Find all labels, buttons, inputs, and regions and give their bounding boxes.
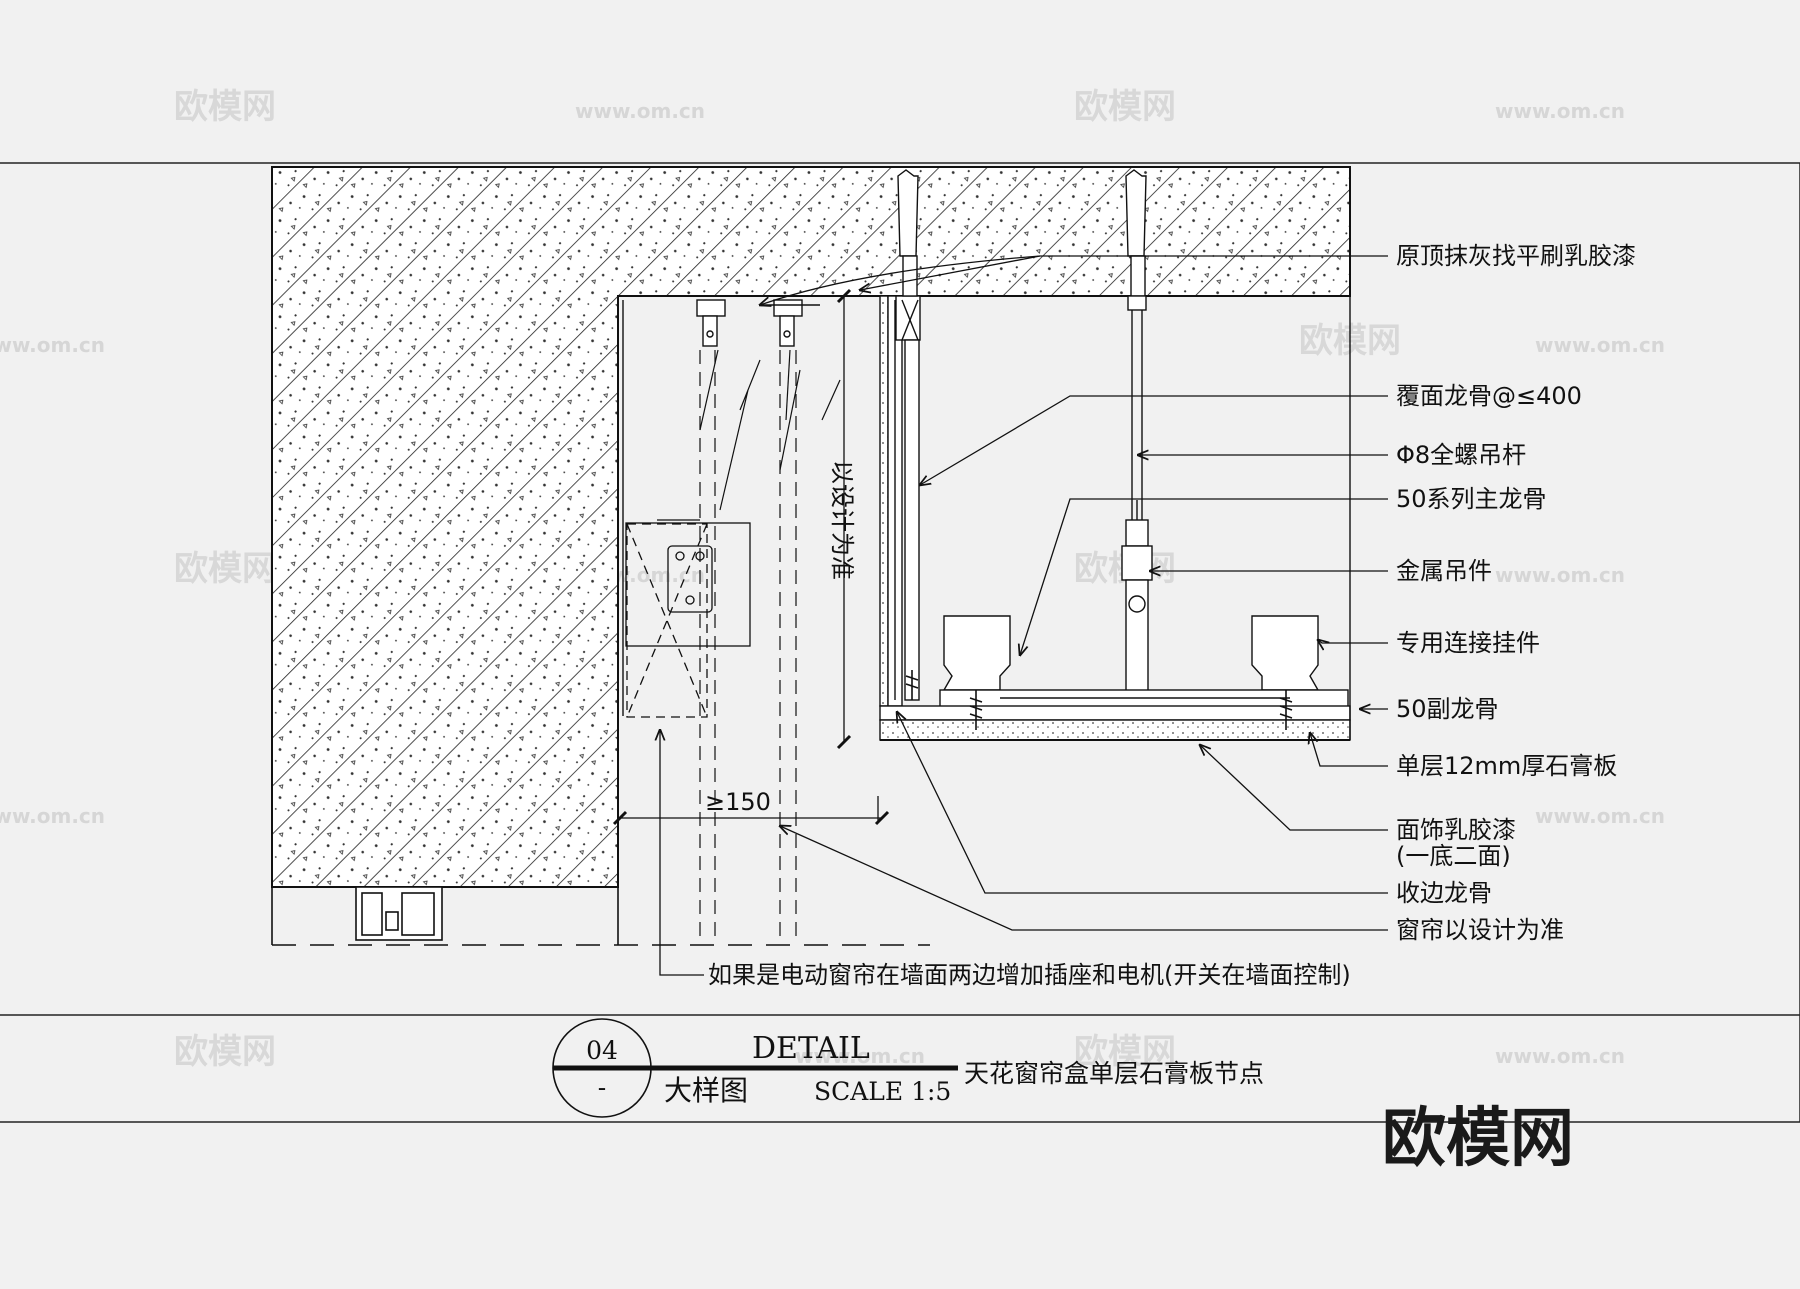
- label-threaded-rod: Φ8全螺吊杆: [1396, 441, 1526, 469]
- scale-text: SCALE 1:5: [814, 1077, 951, 1106]
- side-framing: [879, 295, 921, 707]
- concrete-structure: [271, 166, 1351, 888]
- expansion-anchors: [897, 169, 1147, 297]
- label-latex-paint: 面饰乳胶漆: [1396, 816, 1516, 844]
- callout-labels: 原顶抹灰找平刷乳胶漆 覆面龙骨@≤400 Φ8全螺吊杆 50系列主龙骨 金属吊件…: [1396, 242, 1636, 944]
- sheet-frame: [0, 162, 1800, 1123]
- screws: [905, 670, 1293, 730]
- label-curtain: 窗帘以设计为准: [1396, 916, 1564, 944]
- motor-box: [625, 519, 751, 718]
- detail-number: 04: [586, 1036, 618, 1065]
- watermark-url-tile: www.om.cn: [1495, 99, 1625, 123]
- title-block: 04 - DETAIL 大样图 SCALE 1:5 天花窗帘盒单层石膏板节点: [552, 1018, 1264, 1118]
- watermark-tile: 欧模网: [174, 1032, 276, 1072]
- watermark-tile: 欧模网: [174, 549, 276, 589]
- threaded-rod: [1121, 295, 1153, 696]
- label-connector-clip: 专用连接挂件: [1396, 629, 1540, 657]
- watermark-tile: 欧模网: [1074, 87, 1176, 127]
- label-main-channel: 50系列主龙骨: [1396, 485, 1547, 513]
- detail-cn: 大样图: [664, 1074, 748, 1107]
- dim-vertical: 以设计为准: [828, 460, 856, 580]
- watermark-url-tile: www.om.cn: [575, 99, 705, 123]
- watermark-url-tile: www.om.cn: [1535, 804, 1665, 828]
- watermark-url-tile: www.om.cn: [795, 1044, 925, 1068]
- detail-en: DETAIL: [752, 1031, 870, 1066]
- dimension-lines: [612, 288, 890, 826]
- label-metal-hanger: 金属吊件: [1396, 557, 1492, 585]
- label-latex-paint-note: (一底二面): [1396, 842, 1511, 870]
- watermark-url-tile: www.om.cn: [1495, 563, 1625, 587]
- dim-horizontal: ≥150: [705, 788, 771, 816]
- ceiling-assembly: [879, 296, 1351, 741]
- watermark-tile: 欧模网: [174, 87, 276, 127]
- watermark-url-tile: www.om.cn: [1495, 1044, 1625, 1068]
- detail-title: 天花窗帘盒单层石膏板节点: [964, 1059, 1264, 1088]
- main-channels: [942, 615, 1320, 691]
- watermark-tile: 欧模网: [1074, 1032, 1176, 1072]
- label-edge-channel: 收边龙骨: [1396, 879, 1492, 907]
- watermark-url-tile: www.om.cn: [0, 804, 105, 828]
- sheet-number: -: [598, 1073, 606, 1102]
- watermark-url-tile: www.om.cn: [1535, 333, 1665, 357]
- curtain-folds: [699, 349, 841, 511]
- label-furring-channel: 覆面龙骨@≤400: [1396, 382, 1582, 410]
- label-plaster-ceiling: 原顶抹灰找平刷乳胶漆: [1396, 242, 1636, 270]
- leader-lines: [660, 255, 1388, 976]
- watermark-brand: 欧模网: [1382, 1102, 1574, 1176]
- curtain-tracks: [696, 299, 820, 347]
- label-secondary-channel: 50副龙骨: [1396, 695, 1499, 723]
- curtain-fabric: [699, 350, 797, 940]
- motor-note: 如果是电动窗帘在墙面两边增加插座和电机(开关在墙面控制): [708, 961, 1351, 989]
- watermark-url-tile: www.om.cn: [0, 333, 105, 357]
- label-gypsum-board: 单层12mm厚石膏板: [1396, 752, 1617, 780]
- curtain-box: [618, 295, 880, 716]
- window-frame: [271, 886, 619, 945]
